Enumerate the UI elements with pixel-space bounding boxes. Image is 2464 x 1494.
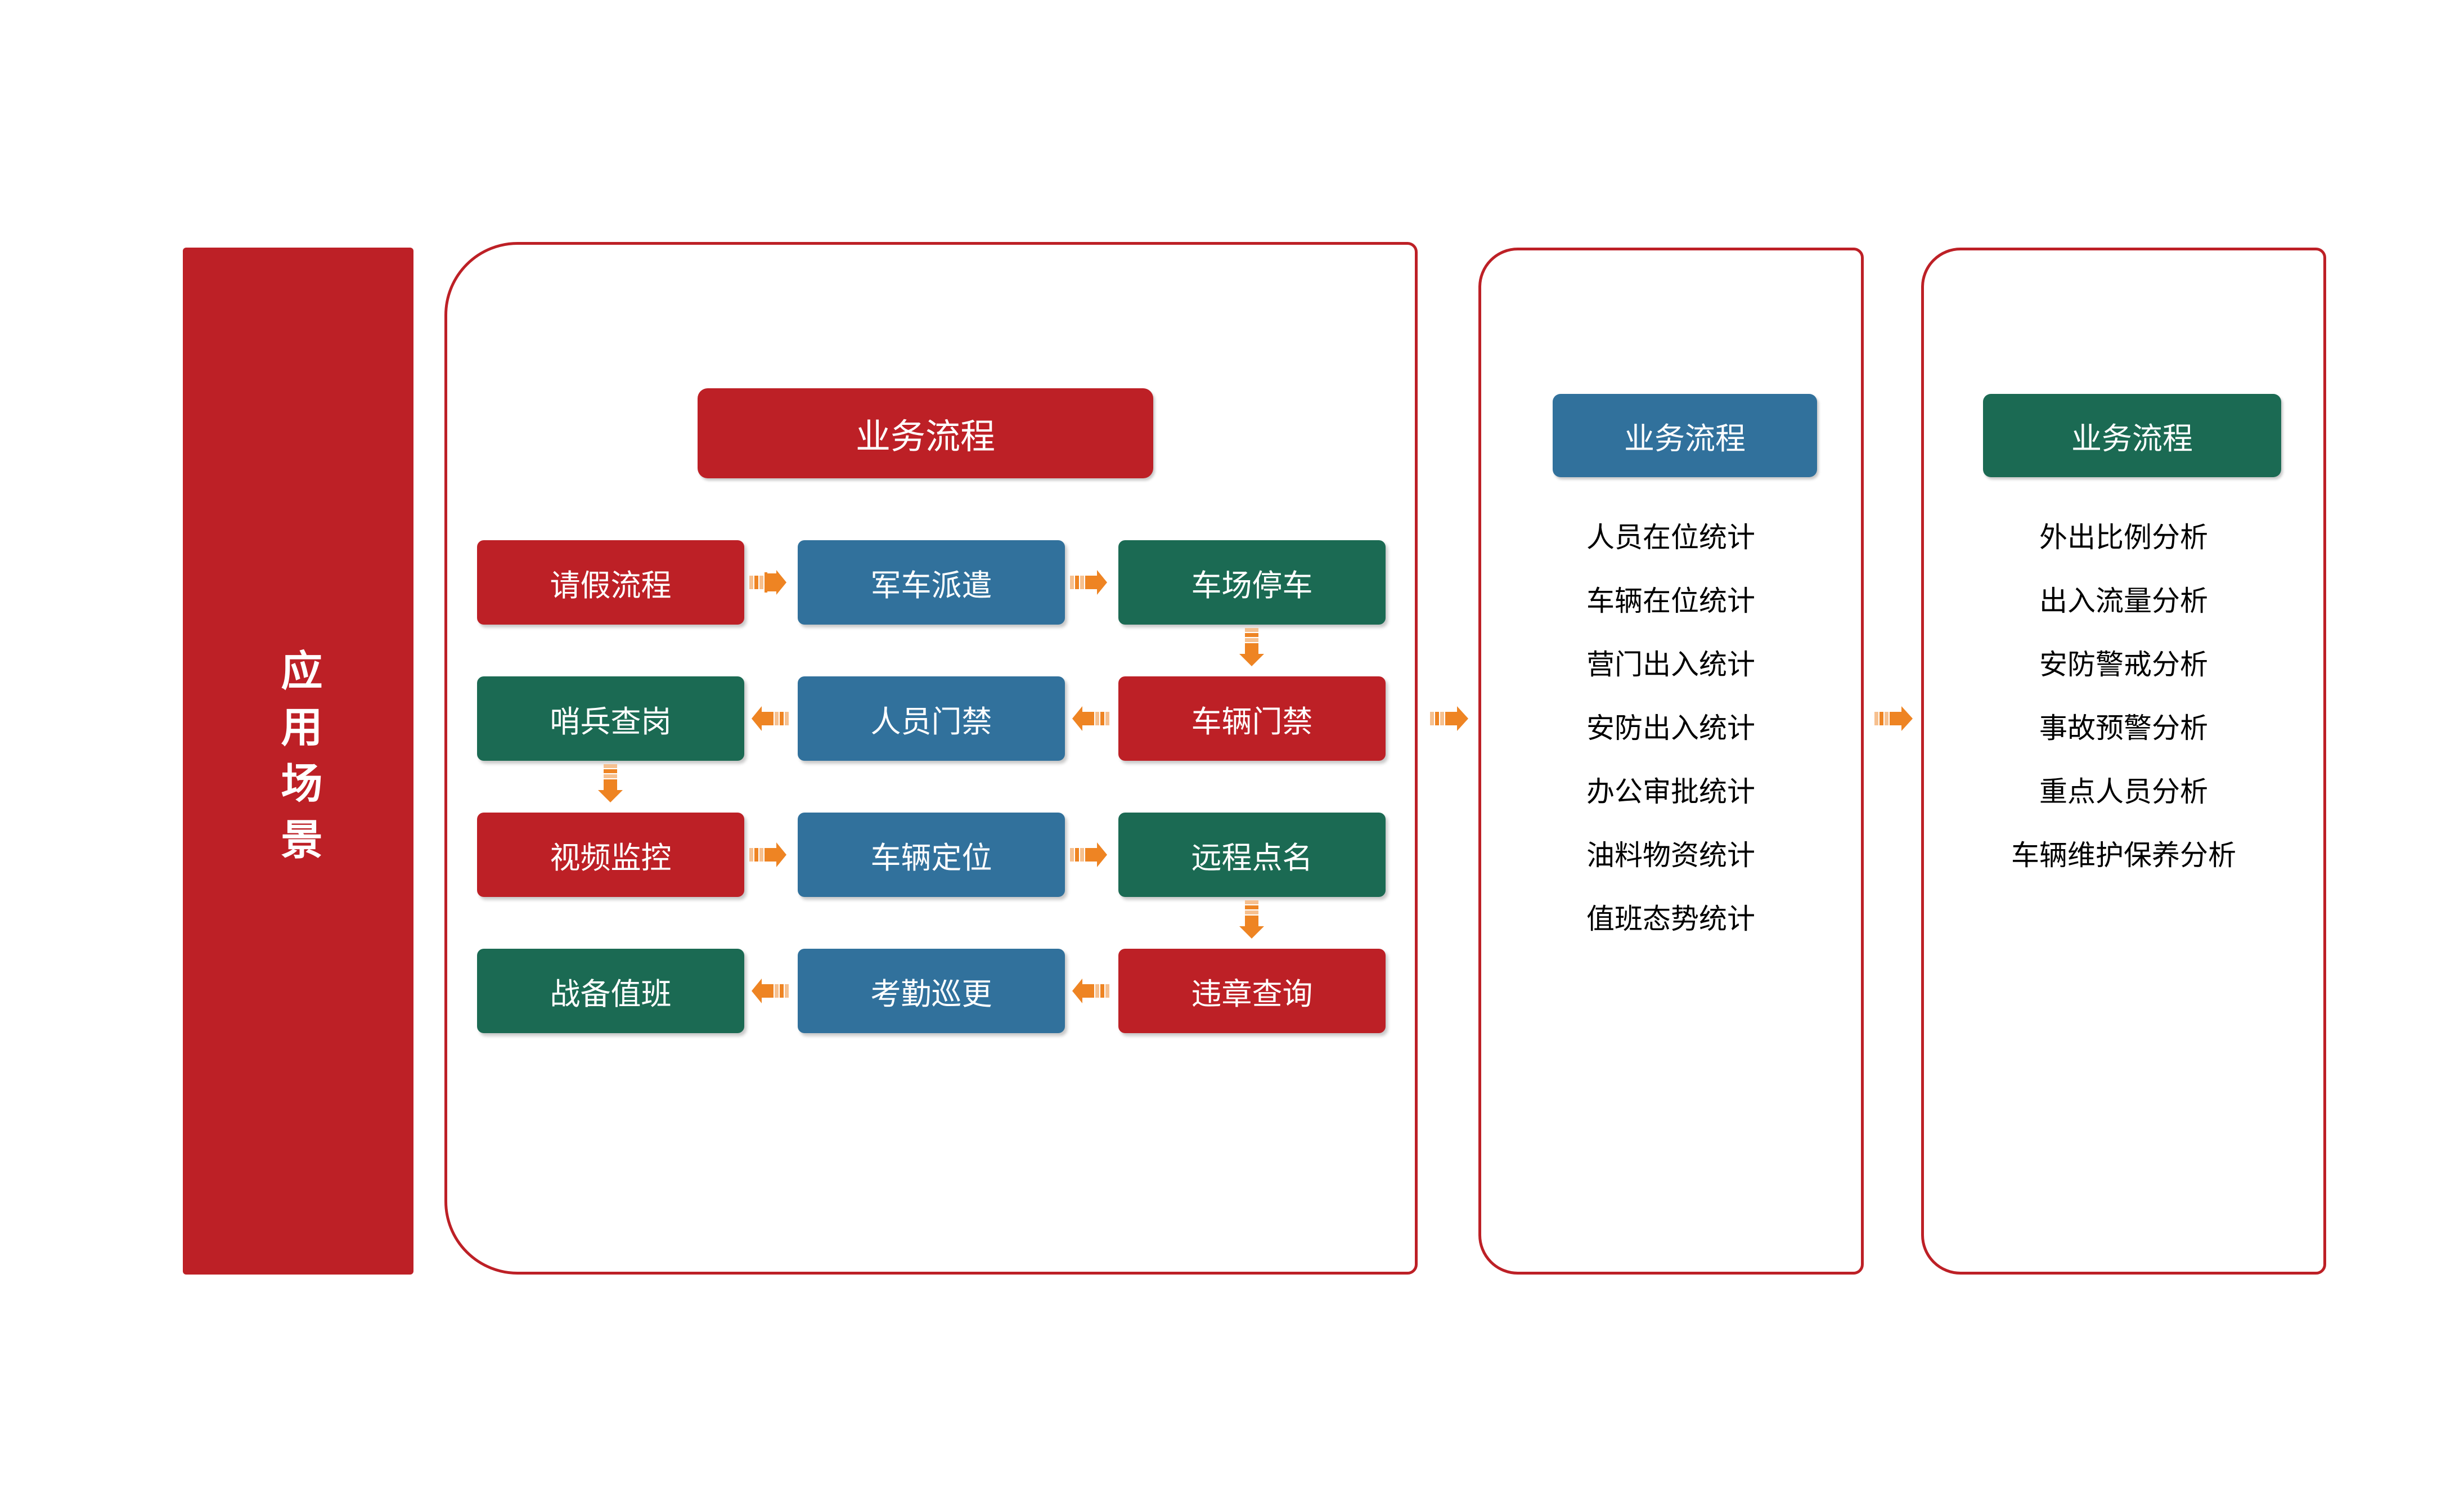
- arrow-left-icon: [749, 702, 789, 735]
- flow-cell-zhanbei-zhiban[interactable]: 战备值班: [477, 949, 744, 1033]
- arrow-right-icon: [749, 838, 789, 872]
- analysis-item-list: 外出比例分析 出入流量分析 安防警戒分析 事故预警分析 重点人员分析 车辆维护保…: [1930, 523, 2318, 905]
- arrow-down-icon: [1235, 628, 1269, 669]
- list-item[interactable]: 值班态势统计: [1586, 903, 1755, 935]
- statistics-item-list: 人员在位统计 车辆在位统计 营门出入统计 安防出入统计 办公审批统计 油料物资统…: [1491, 523, 1851, 968]
- flow-cell-qingjia-liucheng[interactable]: 请假流程: [477, 540, 744, 625]
- list-item[interactable]: 车辆在位统计: [1586, 585, 1755, 617]
- flow-cell-chechang-tingche[interactable]: 车场停车: [1118, 540, 1386, 625]
- flow-cell-kaoqin-xungeng[interactable]: 考勤巡更: [798, 949, 1065, 1033]
- statistics-panel-header: 业务流程: [1553, 394, 1817, 477]
- flow-cell-shaobing-chagang[interactable]: 哨兵查岗: [477, 676, 744, 761]
- arrow-right-icon: [1429, 701, 1472, 737]
- flow-cell-renyuan-menjin[interactable]: 人员门禁: [798, 676, 1065, 761]
- flow-cell-cheliang-menjin[interactable]: 车辆门禁: [1118, 676, 1386, 761]
- arrow-right-icon: [1873, 701, 1916, 737]
- arrow-right-icon: [749, 566, 789, 599]
- list-item[interactable]: 外出比例分析: [2039, 522, 2208, 553]
- flow-cell-yuancheng-dianming[interactable]: 远程点名: [1118, 813, 1386, 897]
- application-scenario-label: 应用场景: [275, 648, 322, 874]
- arrow-right-icon: [1070, 566, 1109, 599]
- flow-cell-cheliang-dingwei[interactable]: 车辆定位: [798, 813, 1065, 897]
- flow-cell-shipin-jiankong[interactable]: 视频监控: [477, 813, 744, 897]
- list-item[interactable]: 事故预警分析: [2039, 712, 2208, 744]
- list-item[interactable]: 人员在位统计: [1586, 522, 1755, 553]
- list-item[interactable]: 营门出入统计: [1586, 649, 1755, 680]
- analysis-panel-header: 业务流程: [1983, 394, 2281, 477]
- arrow-left-icon: [1070, 702, 1109, 735]
- list-item[interactable]: 安防出入统计: [1586, 712, 1755, 744]
- application-scenario-banner: 应用场景: [183, 248, 413, 1275]
- flow-panel-header: 业务流程: [698, 388, 1153, 478]
- arrow-left-icon: [749, 974, 789, 1008]
- arrow-down-icon: [1235, 900, 1269, 941]
- list-item[interactable]: 出入流量分析: [2039, 585, 2208, 617]
- flow-cell-weizhang-chaxun[interactable]: 违章查询: [1118, 949, 1386, 1033]
- arrow-right-icon: [1070, 838, 1109, 872]
- list-item[interactable]: 安防警戒分析: [2039, 649, 2208, 680]
- arrow-left-icon: [1070, 974, 1109, 1008]
- list-item[interactable]: 办公审批统计: [1586, 776, 1755, 807]
- list-item[interactable]: 车辆维护保养分析: [2011, 840, 2236, 871]
- list-item[interactable]: 重点人员分析: [2039, 776, 2208, 807]
- arrow-down-icon: [593, 764, 627, 805]
- list-item[interactable]: 油料物资统计: [1586, 840, 1755, 871]
- flow-cell-junche-paiqian[interactable]: 军车派遣: [798, 540, 1065, 625]
